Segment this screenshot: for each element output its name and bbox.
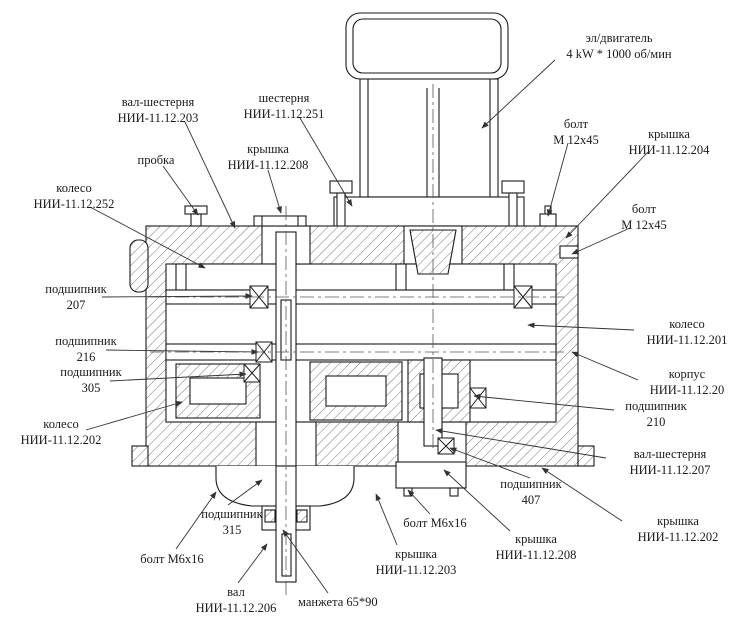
bottom-right-cover: [395, 461, 467, 489]
plug: [184, 205, 208, 227]
leader-koleso-202: [85, 401, 183, 431]
electric-motor: [329, 12, 525, 230]
leader-podshipnik-207: [101, 293, 253, 299]
label-podshipnik-207: подшипник 207: [45, 282, 107, 312]
label-bolt-m6-left: болт М6х16: [140, 552, 204, 566]
label-bolt-m12-2: болт М 12х45: [621, 202, 667, 232]
label-kryshka-208-bottom: крышка НИИ-11.12.208: [495, 532, 577, 562]
leader-val-206: [237, 543, 268, 584]
leader-probka: [162, 165, 199, 216]
leader-kryshka-203: [375, 493, 398, 546]
leader-podshipnik-315: [227, 479, 263, 506]
bearing-305: [243, 363, 261, 383]
leader-kryshka-202: [541, 467, 623, 522]
label-motor: эл/двигатель 4 kW * 1000 об/мин: [566, 31, 672, 61]
bearing-407: [437, 437, 455, 455]
label-kryshka-202: крышка НИИ-11.12.202: [637, 514, 719, 544]
label-bolt-m6-right: болт М6х16: [403, 516, 467, 530]
label-korpus: корпус НИИ-11.12.20: [649, 367, 725, 397]
label-val-shesternya-207: вал-шестерня НИИ-11.12.207: [629, 447, 711, 477]
bearing-210: [469, 387, 487, 409]
leader-kryshka-208-bottom: [443, 469, 511, 532]
leader-bolt-m12-2: [571, 227, 631, 255]
leader-podshipnik-407: [449, 447, 531, 479]
label-koleso-202: колесо НИИ-11.12.202: [20, 417, 102, 447]
label-val-shesternya-203: вал-шестерня НИИ-11.12.203: [117, 95, 199, 125]
leader-bolt-m6-left: [175, 491, 217, 550]
label-podshipnik-315: подшипник 315: [201, 507, 263, 537]
leader-val-shesternya-207: [435, 428, 607, 459]
label-podshipnik-305: подшипник 305: [60, 365, 122, 395]
leader-koleso-252: [89, 206, 206, 269]
label-podshipnik-216: подшипник 216: [55, 334, 117, 364]
label-kryshka-208-top: крышка НИИ-11.12.208: [227, 142, 309, 172]
top-cover-strip: [253, 215, 307, 227]
leader-koleso-201: [527, 322, 635, 331]
leader-kryshka-204: [565, 151, 649, 239]
leader-shesternya-251: [299, 117, 353, 207]
leader-motor: [481, 59, 556, 129]
label-kryshka-203: крышка НИИ-11.12.203: [375, 547, 457, 577]
label-koleso-201: колесо НИИ-11.12.201: [646, 317, 728, 347]
leader-val-shesternya-203: [184, 121, 236, 229]
label-koleso-252: колесо НИИ-11.12.252: [33, 181, 115, 211]
label-manzheta: манжета 65*90: [298, 595, 378, 609]
leader-lines: [85, 59, 649, 594]
label-bolt-m12-1: болт М 12х45: [553, 117, 599, 147]
leader-kryshka-208-top: [267, 169, 282, 214]
side-bolt-right: [559, 245, 579, 259]
leader-manzheta: [282, 529, 329, 594]
leader-podshipnik-216: [105, 349, 259, 355]
label-podshipnik-407: подшипник 407: [500, 477, 562, 507]
leader-bolt-m6-right: [407, 489, 431, 515]
label-podshipnik-210: подшипник 210: [625, 399, 687, 429]
label-shesternya-251: шестерня НИИ-11.12.251: [243, 91, 325, 121]
label-val-206: вал НИИ-11.12.206: [195, 585, 277, 615]
leader-korpus: [571, 351, 639, 381]
leader-bolt-m12-1: [546, 142, 569, 217]
leader-podshipnik-210: [473, 393, 615, 411]
leader-podshipnik-305: [109, 371, 247, 382]
label-kryshka-204: крышка НИИ-11.12.204: [628, 127, 710, 157]
label-probka: пробка: [137, 153, 175, 167]
